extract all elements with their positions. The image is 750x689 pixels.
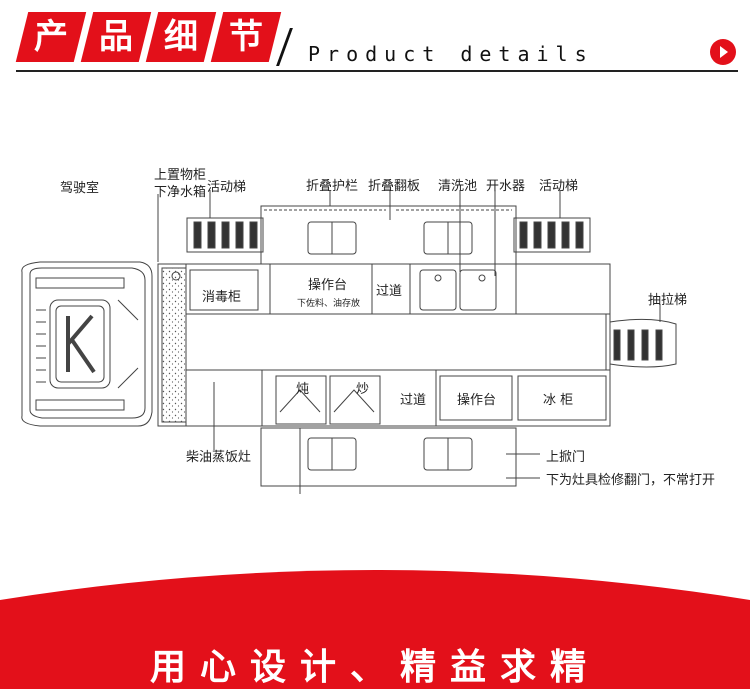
title-box-4: 节 — [210, 12, 282, 62]
label-workbench-top: 操作台 — [308, 278, 348, 293]
label-folding-board: 折叠翻板 — [368, 179, 421, 194]
floor-plan-drawing — [21, 190, 677, 494]
footer-banner: 用心设计、精益求精 — [0, 560, 750, 689]
title-box-1: 产 — [15, 12, 87, 62]
title-divider — [276, 28, 293, 66]
leader-lines — [157, 190, 561, 450]
label-workbench-bottom: 操作台 — [457, 393, 497, 408]
up-door-drawing — [260, 427, 540, 494]
header: 产 品 细 节 Product details — [0, 0, 750, 80]
label-fridge: 冰 柜 — [543, 393, 574, 408]
title-char: 细 — [164, 17, 198, 57]
label-workbench-note: 下佐料、油存放 — [297, 299, 361, 309]
footer-wave — [0, 570, 750, 689]
label-aisle-top: 过道 — [376, 284, 403, 299]
label-up-door-note: 下为灶具检修翻门，不常打开 — [546, 473, 716, 488]
label-top-cabinet: 上置物柜 — [154, 168, 207, 183]
title-char: 品 — [99, 17, 133, 57]
label-ladder-left: 活动梯 — [207, 180, 247, 195]
label-water-heater: 开水器 — [486, 179, 526, 194]
label-water-tank: 下净水箱 — [154, 185, 207, 200]
pull-ladder-drawing — [609, 304, 677, 368]
label-fry: 炒 — [356, 382, 370, 397]
title-box-2: 品 — [80, 12, 152, 62]
header-divider — [16, 70, 738, 72]
folding-rail-top-drawing — [260, 205, 517, 265]
label-disinfect-cabinet: 消毒柜 — [202, 290, 242, 305]
title-char: 产 — [34, 17, 68, 57]
left-ladder-drawing — [186, 217, 264, 253]
label-rice-steamer: 柴油蒸饭灶 — [186, 450, 252, 465]
cab-drawing — [21, 261, 153, 427]
label-cab: 驾驶室 — [60, 181, 100, 196]
page-subtitle: Product details — [308, 42, 594, 66]
label-stew: 炖 — [296, 382, 310, 397]
title-box-3: 细 — [145, 12, 217, 62]
label-folding-rail: 折叠护栏 — [306, 179, 359, 194]
title-char: 节 — [229, 17, 263, 57]
play-circle-icon[interactable] — [710, 39, 736, 65]
label-up-door: 上掀门 — [546, 450, 586, 465]
floor-plan-diagram: 驾驶室 上置物柜 下净水箱 活动梯 折叠护栏 折叠翻板 清洗池 开水器 活动梯 … — [0, 150, 750, 500]
label-ladder-right: 活动梯 — [539, 179, 579, 194]
footer-slogan: 用心设计、精益求精 — [149, 647, 600, 688]
right-ladder-drawing — [513, 217, 591, 253]
vehicle-body-drawing — [157, 263, 611, 427]
label-aisle-bottom: 过道 — [400, 393, 427, 408]
label-pull-ladder: 抽拉梯 — [648, 293, 688, 308]
label-sink: 清洗池 — [438, 179, 478, 194]
